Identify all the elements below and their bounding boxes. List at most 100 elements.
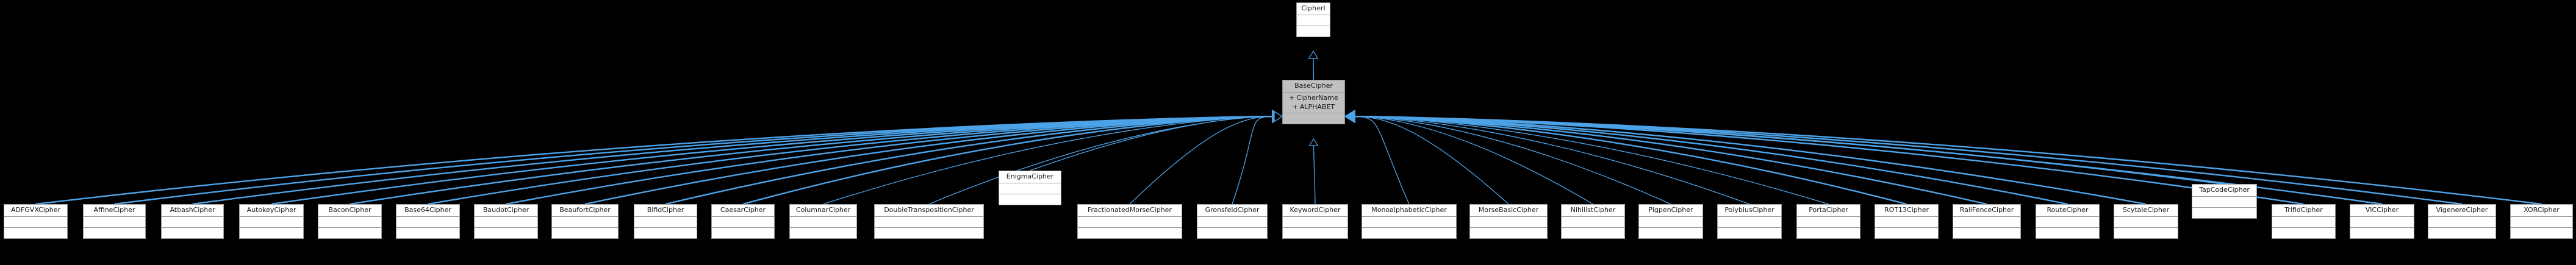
attributes-compartment bbox=[1078, 217, 1182, 228]
class-name: BeaufortCipher bbox=[552, 205, 618, 217]
operations-compartment bbox=[2036, 228, 2099, 238]
operations-compartment bbox=[1297, 26, 1330, 37]
operations-compartment bbox=[2511, 228, 2572, 238]
attribute-label: CipherName bbox=[1296, 94, 1338, 102]
class-node-keywordcipher[interactable]: KeywordCipher bbox=[1282, 204, 1348, 239]
operations-compartment bbox=[1797, 228, 1860, 238]
attributes-compartment bbox=[1470, 217, 1547, 228]
class-node-xorcipher[interactable]: XORCipher bbox=[2510, 204, 2573, 239]
class-node-doubletranspositioncipher[interactable]: DoubleTranspositionCipher bbox=[874, 204, 984, 239]
attributes-compartment bbox=[1197, 217, 1267, 228]
attributes-compartment bbox=[875, 217, 983, 228]
class-node-baconcipher[interactable]: BaconCipher bbox=[318, 204, 382, 239]
operations-compartment bbox=[2350, 228, 2414, 238]
operations-compartment bbox=[999, 194, 1061, 205]
class-name: ScytaleCipher bbox=[2114, 205, 2178, 217]
attributes-compartment bbox=[2114, 217, 2178, 228]
class-name: RouteCipher bbox=[2036, 205, 2099, 217]
class-node-nihilistcipher[interactable]: NihilistCipher bbox=[1561, 204, 1625, 239]
class-node-baudotcipher[interactable]: BaudotCipher bbox=[474, 204, 538, 239]
operations-compartment bbox=[1718, 228, 1781, 238]
class-name: AutokeyCipher bbox=[240, 205, 303, 217]
attributes-compartment bbox=[2350, 217, 2414, 228]
class-name: PortaCipher bbox=[1797, 205, 1860, 217]
class-name: CipherI bbox=[1297, 3, 1330, 15]
class-name: NihilistCipher bbox=[1562, 205, 1624, 217]
class-name: BaconCipher bbox=[318, 205, 381, 217]
class-node-morsebasiccipher[interactable]: MorseBasicCipher bbox=[1469, 204, 1548, 239]
operations-compartment bbox=[552, 228, 618, 238]
class-name: PolybiusCipher bbox=[1718, 205, 1781, 217]
class-name: XORCipher bbox=[2511, 205, 2572, 217]
class-node-caesarcipher[interactable]: CaesarCipher bbox=[711, 204, 775, 239]
operations-compartment bbox=[162, 228, 223, 238]
class-node-vigenerecipher[interactable]: VigenereCipher bbox=[2428, 204, 2496, 239]
class-node-base64cipher[interactable]: Base64Cipher bbox=[396, 204, 460, 239]
operations-compartment bbox=[1283, 228, 1347, 238]
attributes-compartment bbox=[634, 217, 697, 228]
attributes-compartment bbox=[396, 217, 459, 228]
operations-compartment bbox=[1078, 228, 1182, 238]
attributes-compartment bbox=[1875, 217, 1938, 228]
class-node-polybiuscipher[interactable]: PolybiusCipher bbox=[1717, 204, 1782, 239]
operations-compartment bbox=[1362, 228, 1456, 238]
attributes-compartment bbox=[2511, 217, 2572, 228]
class-name: TrifidCipher bbox=[2272, 205, 2335, 217]
operations-compartment bbox=[712, 228, 774, 238]
class-node-monoalphabeticcipher[interactable]: MonoalphabeticCipher bbox=[1362, 204, 1457, 239]
class-node-cipheri[interactable]: CipherI bbox=[1296, 2, 1330, 37]
class-node-autokeycipher[interactable]: AutokeyCipher bbox=[239, 204, 304, 239]
class-name: ADFGVXCipher bbox=[4, 205, 67, 217]
attributes-compartment bbox=[2036, 217, 2099, 228]
class-node-scytalecipher[interactable]: ScytaleCipher bbox=[2114, 204, 2178, 239]
class-node-portacipher[interactable]: PortaCipher bbox=[1796, 204, 1860, 239]
operations-compartment bbox=[634, 228, 697, 238]
class-node-routecipher[interactable]: RouteCipher bbox=[2036, 204, 2100, 239]
attributes-compartment bbox=[1797, 217, 1860, 228]
operations-compartment bbox=[1562, 228, 1624, 238]
class-node-adfgvxcipher[interactable]: ADFGVXCipher bbox=[4, 204, 68, 239]
class-name: MorseBasicCipher bbox=[1470, 205, 1547, 217]
class-name: ROT13Cipher bbox=[1875, 205, 1938, 217]
class-node-viccipher[interactable]: VICCipher bbox=[2350, 204, 2414, 239]
attributes-compartment bbox=[84, 217, 145, 228]
attributes-compartment bbox=[1297, 15, 1330, 26]
class-node-basecipher[interactable]: BaseCipher+CipherName+ALPHABET bbox=[1282, 80, 1345, 124]
class-node-enigmacipher[interactable]: EnigmaCipher bbox=[999, 171, 1061, 205]
operations-compartment bbox=[1197, 228, 1267, 238]
class-node-rot13cipher[interactable]: ROT13Cipher bbox=[1875, 204, 1939, 239]
visibility-marker: + bbox=[1289, 94, 1295, 102]
class-name: EnigmaCipher bbox=[999, 171, 1061, 183]
class-node-railfencecipher[interactable]: RailFenceCipher bbox=[1953, 204, 2021, 239]
attributes-compartment bbox=[1283, 217, 1347, 228]
class-node-atbashcipher[interactable]: AtbashCipher bbox=[161, 204, 224, 239]
operations-compartment bbox=[790, 228, 856, 238]
operations-compartment bbox=[4, 228, 67, 238]
operations-compartment bbox=[2428, 228, 2495, 238]
attributes-compartment bbox=[712, 217, 774, 228]
attributes-compartment bbox=[475, 217, 537, 228]
attributes-compartment bbox=[999, 183, 1061, 194]
class-node-pigpencipher[interactable]: PigpenCipher bbox=[1638, 204, 1703, 239]
class-name: ColumnarCipher bbox=[790, 205, 856, 217]
attributes-compartment bbox=[318, 217, 381, 228]
class-node-bifidcipher[interactable]: BifidCipher bbox=[634, 204, 697, 239]
operations-compartment bbox=[396, 228, 459, 238]
attributes-compartment: +CipherName+ALPHABET bbox=[1283, 93, 1344, 113]
class-node-fractionatedmorsecipher[interactable]: FractionatedMorseCipher bbox=[1077, 204, 1182, 239]
attributes-compartment bbox=[1639, 217, 1702, 228]
operations-compartment bbox=[1875, 228, 1938, 238]
attributes-compartment bbox=[2192, 197, 2256, 208]
class-name: BaseCipher bbox=[1283, 80, 1344, 93]
class-node-affinecipher[interactable]: AffineCipher bbox=[83, 204, 146, 239]
class-node-gronsfeldcipher[interactable]: GronsfeldCipher bbox=[1197, 204, 1268, 239]
class-node-trifidcipher[interactable]: TrifidCipher bbox=[2272, 204, 2336, 239]
class-name: AtbashCipher bbox=[162, 205, 223, 217]
attributes-compartment bbox=[1362, 217, 1456, 228]
class-node-beaufortcipher[interactable]: BeaufortCipher bbox=[551, 204, 619, 239]
class-node-columnarcipher[interactable]: ColumnarCipher bbox=[789, 204, 857, 239]
attributes-compartment bbox=[240, 217, 303, 228]
class-node-tapcodecipher[interactable]: TapCodeCipher bbox=[2192, 184, 2257, 219]
class-name: BifidCipher bbox=[634, 205, 697, 217]
class-name: CaesarCipher bbox=[712, 205, 774, 217]
